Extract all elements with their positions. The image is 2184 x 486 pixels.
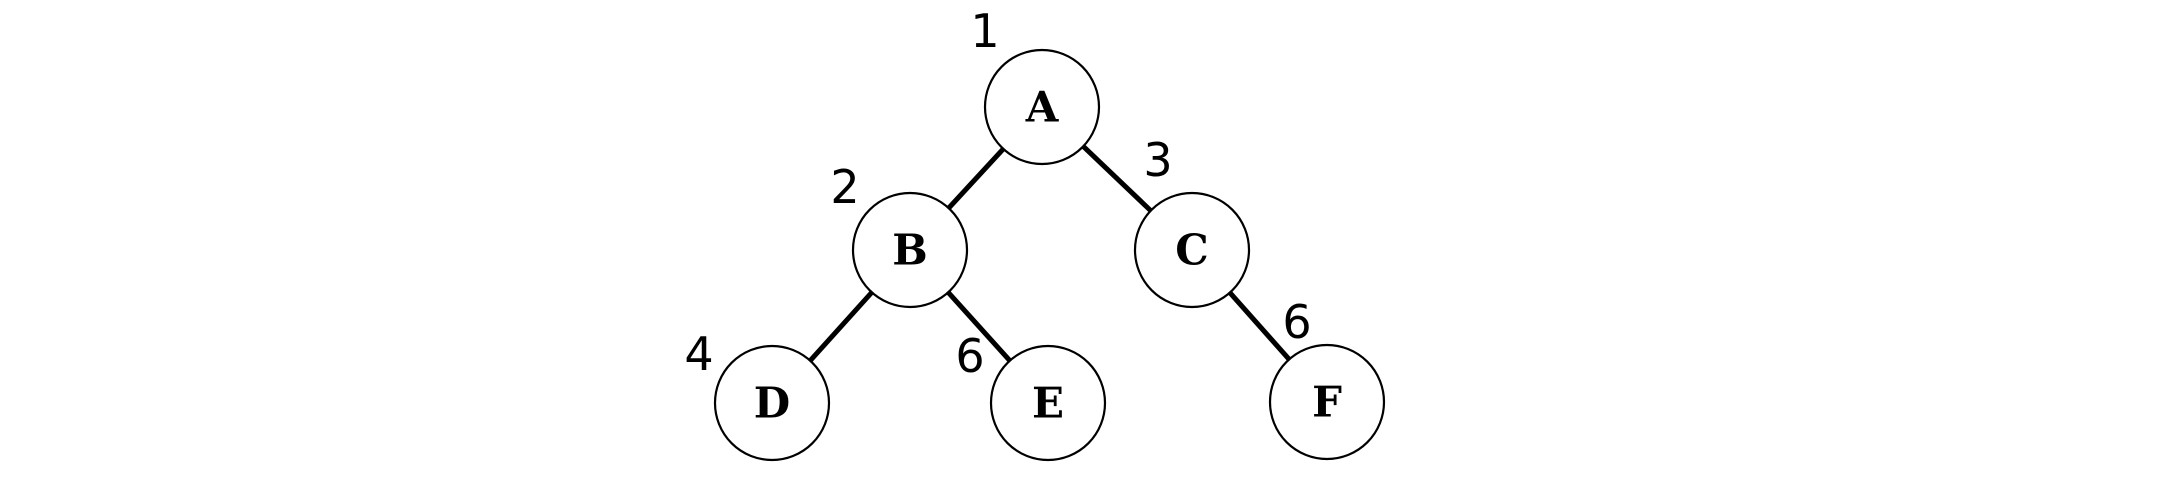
node-C-number: 3 [1143, 133, 1172, 187]
node-D-circle [713, 344, 831, 462]
node-F-circle [1268, 343, 1386, 461]
node-B-circle [851, 191, 969, 309]
node-D-label: D [754, 379, 790, 428]
node-B-label: B [892, 226, 928, 275]
node-E-number: 6 [955, 329, 984, 383]
node-A-circle [983, 48, 1101, 166]
node-E-circle [989, 344, 1107, 462]
node-F-label: F [1312, 378, 1342, 427]
node-C-circle [1133, 191, 1251, 309]
node-C-label: C [1175, 226, 1208, 275]
node-A-number: 1 [970, 4, 999, 58]
node-B-number: 2 [830, 160, 859, 214]
node-A-label: A [1025, 83, 1060, 132]
node-D-number: 4 [684, 327, 713, 381]
node-F-number: 6 [1282, 295, 1311, 349]
node-E-label: E [1032, 379, 1064, 428]
